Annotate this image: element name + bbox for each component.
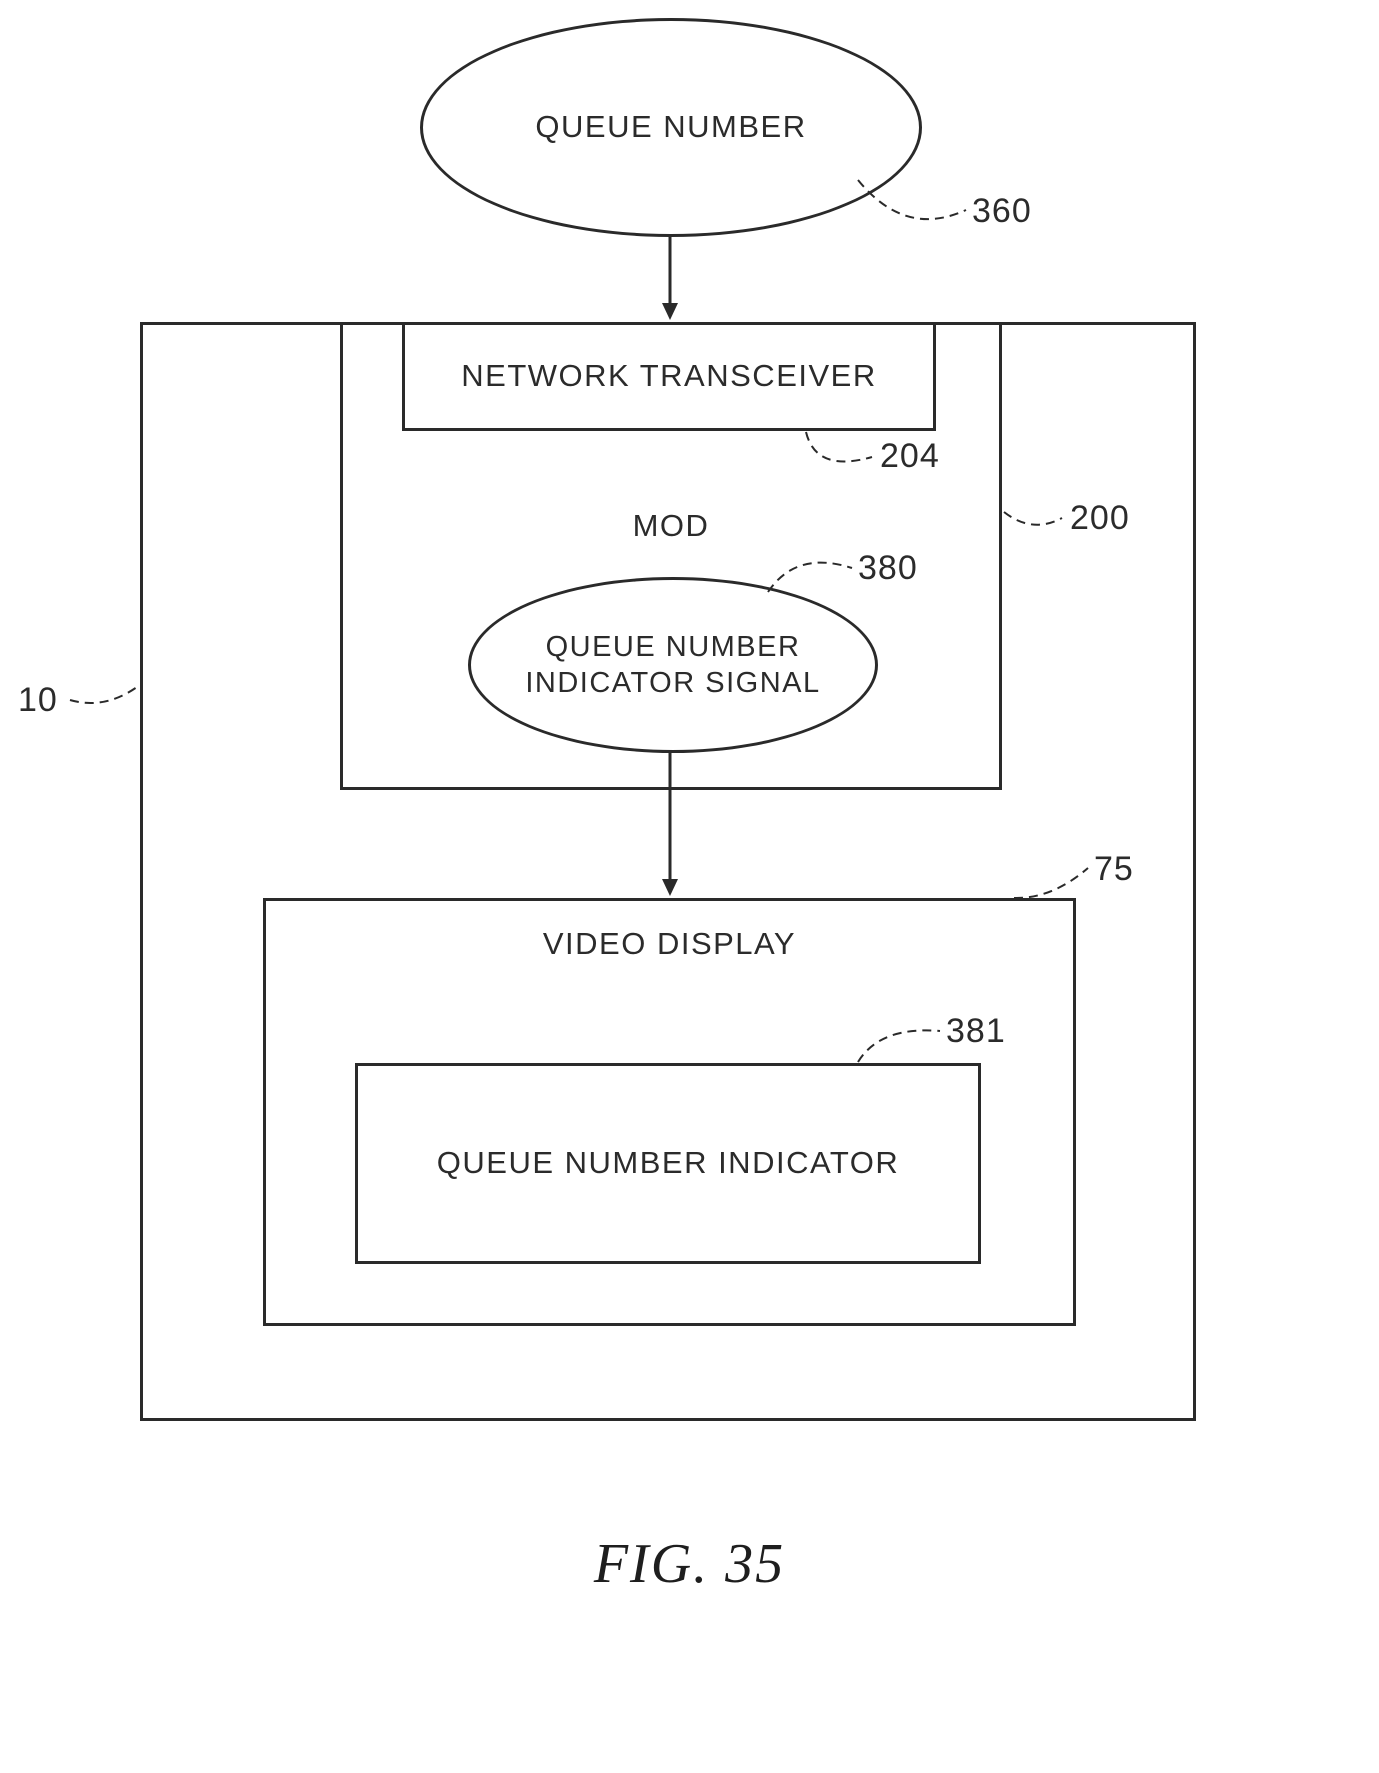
leader-10 xyxy=(69,686,138,704)
node-indicator-signal: QUEUE NUMBER INDICATOR SIGNAL xyxy=(468,577,878,753)
indicator-signal-label: QUEUE NUMBER INDICATOR SIGNAL xyxy=(525,630,821,699)
video-display-label: VIDEO DISPLAY xyxy=(542,926,797,961)
network-transceiver-label: NETWORK TRANSCEIVER xyxy=(461,358,877,394)
node-network-transceiver: NETWORK TRANSCEIVER xyxy=(402,322,936,431)
node-queue-number: QUEUE NUMBER xyxy=(420,18,922,237)
figure-caption: FIG. 35 xyxy=(593,1533,786,1595)
mod-label: MOD xyxy=(632,508,710,543)
ref-200: 200 xyxy=(1070,499,1130,537)
ref-381: 381 xyxy=(946,1012,1006,1050)
arrowhead-queue-to-transceiver-icon xyxy=(662,303,678,320)
node-video-display: VIDEO DISPLAY xyxy=(263,898,1076,1326)
node-queue-number-indicator: QUEUE NUMBER INDICATOR xyxy=(355,1063,981,1264)
ref-380: 380 xyxy=(858,549,918,587)
ref-204: 204 xyxy=(880,437,940,475)
ref-360: 360 xyxy=(972,192,1032,230)
ref-75: 75 xyxy=(1094,850,1134,888)
ref-10: 10 xyxy=(18,681,58,719)
queue-number-indicator-label: QUEUE NUMBER INDICATOR xyxy=(436,1145,900,1181)
queue-number-label: QUEUE NUMBER xyxy=(535,109,807,145)
